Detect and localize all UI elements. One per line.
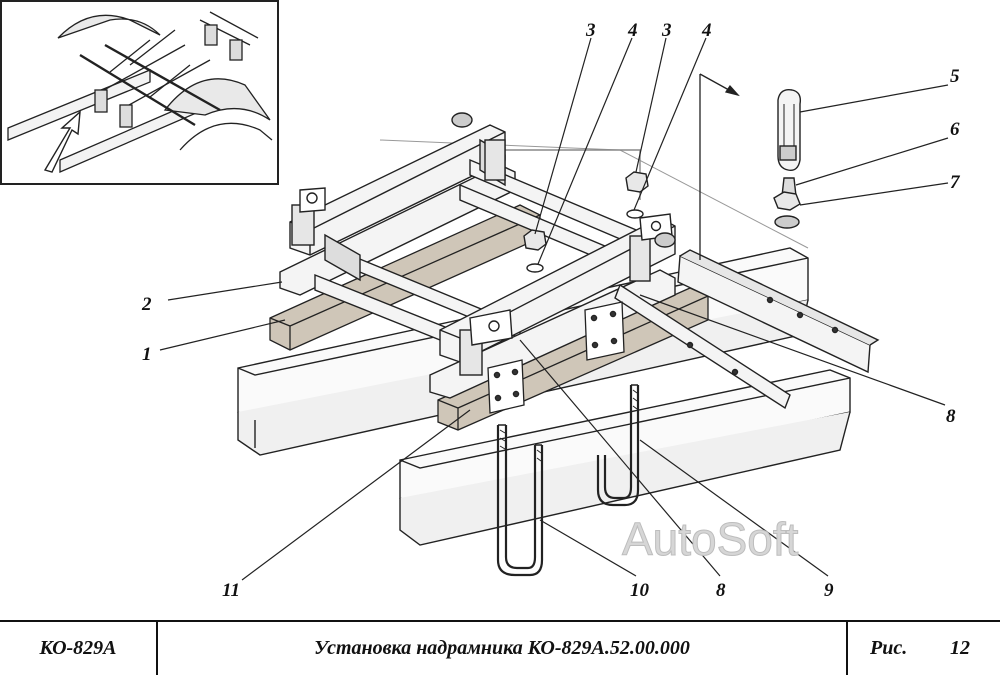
callout-2: 2	[141, 294, 152, 315]
leader-lines	[159, 37, 949, 581]
callout-7: 7	[950, 172, 961, 193]
callout-8: 8	[946, 406, 956, 427]
truck-frame-rail-right	[399, 369, 851, 546]
fasteners	[523, 89, 802, 273]
callout-4: 4	[627, 20, 638, 41]
callout-11: 11	[222, 580, 240, 601]
figure-number-cell: Рис. 12	[848, 622, 1000, 675]
section-mark	[699, 73, 740, 260]
callout-3: 3	[585, 20, 596, 41]
drawing-title: Установка надрамника КО-829А.52.00.000	[158, 622, 848, 675]
u-bolt	[496, 384, 640, 577]
subframe	[279, 112, 676, 399]
assembly-drawing: AutoSoft 3 4 3 4 5 6 7 2 1 8 11 10 8 9	[0, 0, 961, 601]
callout-6: 6	[950, 119, 960, 140]
inset-overview	[0, 0, 279, 185]
callout-labels: 3 4 3 4 5 6 7 2 1 8 11 10 8 9	[141, 20, 961, 601]
callout-9: 9	[824, 580, 834, 601]
callout-1: 1	[142, 344, 152, 365]
extension-arm	[614, 249, 880, 410]
figure-number: 12	[950, 637, 970, 659]
title-block: КО-829А Установка надрамника КО-829А.52.…	[0, 620, 1000, 675]
mounting-plate	[487, 301, 625, 414]
figure-label: Рис.	[870, 637, 908, 659]
model-label: КО-829А	[0, 622, 158, 675]
callout-8: 8	[716, 580, 726, 601]
callout-5: 5	[950, 66, 960, 87]
watermark: AutoSoft	[622, 513, 799, 565]
callout-4: 4	[701, 20, 712, 41]
callout-3: 3	[661, 20, 672, 41]
callout-10: 10	[630, 580, 650, 601]
